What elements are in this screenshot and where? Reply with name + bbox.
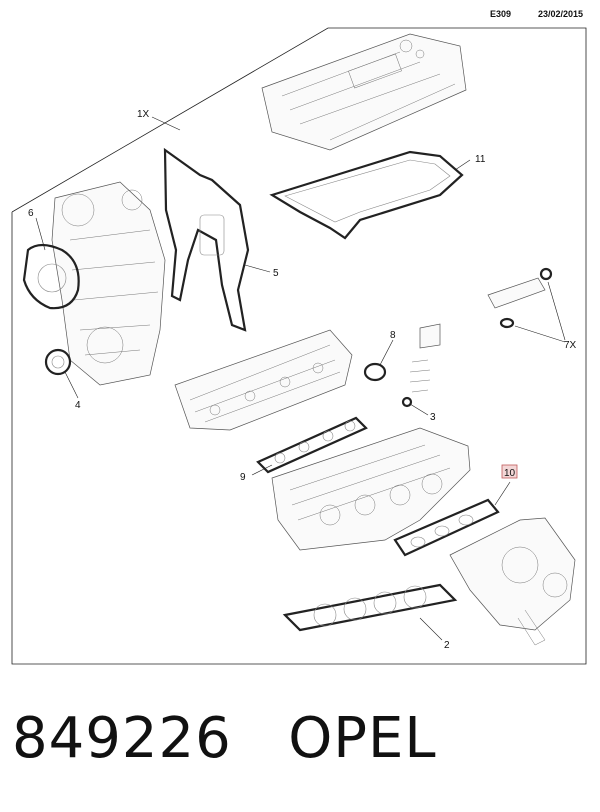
leader-7x-a bbox=[547, 281, 566, 341]
callout-8: 8 bbox=[390, 330, 396, 341]
callout-6: 6 bbox=[28, 208, 34, 219]
callout-7x: 7X bbox=[564, 340, 577, 351]
footer-part-number: 849226 bbox=[12, 706, 232, 771]
leader-7x-b bbox=[514, 325, 566, 343]
callout-11: 11 bbox=[475, 154, 486, 165]
callout-3: 3 bbox=[430, 412, 436, 423]
leader-6 bbox=[35, 217, 46, 251]
leader-5 bbox=[244, 264, 271, 273]
leader-11 bbox=[454, 159, 471, 171]
leader-4 bbox=[64, 371, 79, 399]
leader-8 bbox=[379, 339, 394, 366]
cylinder-head bbox=[271, 427, 471, 551]
timing-cover bbox=[51, 181, 166, 386]
exploded-parts-diagram: 1X 11 6 5 4 7X 8 3 9 10 2 bbox=[11, 27, 587, 665]
turbocharger bbox=[449, 517, 576, 646]
valve-spring-assembly bbox=[401, 323, 441, 408]
water-pump-gasket bbox=[22, 243, 80, 310]
fuel-injector bbox=[487, 267, 553, 329]
leader-3 bbox=[409, 403, 429, 416]
leader-10 bbox=[494, 481, 511, 506]
callout-10-highlight bbox=[501, 464, 518, 479]
callout-2: 2 bbox=[444, 640, 450, 651]
callout-10: 10 bbox=[504, 468, 516, 479]
valve-cover-gasket bbox=[269, 150, 464, 240]
callout-9: 9 bbox=[240, 472, 246, 483]
timing-cover-gasket bbox=[163, 147, 250, 332]
exhaust-manifold-gasket bbox=[393, 498, 500, 557]
leader-2 bbox=[419, 617, 443, 641]
callout-4: 4 bbox=[75, 400, 81, 411]
intake-manifold bbox=[174, 329, 353, 431]
kit-boundary-outline bbox=[11, 27, 587, 665]
callout-5: 5 bbox=[273, 268, 279, 279]
callout-1x: 1X bbox=[137, 109, 150, 120]
footer-caption: 849226 OPEL bbox=[12, 706, 437, 771]
valve-stem-seal-ring bbox=[363, 362, 387, 382]
leader-1x bbox=[151, 116, 181, 131]
head-gasket bbox=[282, 583, 458, 632]
footer-brand: OPEL bbox=[288, 706, 437, 771]
diagram-code: E309 bbox=[490, 9, 512, 19]
crankshaft-seal bbox=[44, 348, 72, 376]
valve-cover bbox=[261, 33, 467, 151]
leader-9 bbox=[251, 464, 273, 476]
diagram-date: 23/02/2015 bbox=[538, 9, 584, 19]
